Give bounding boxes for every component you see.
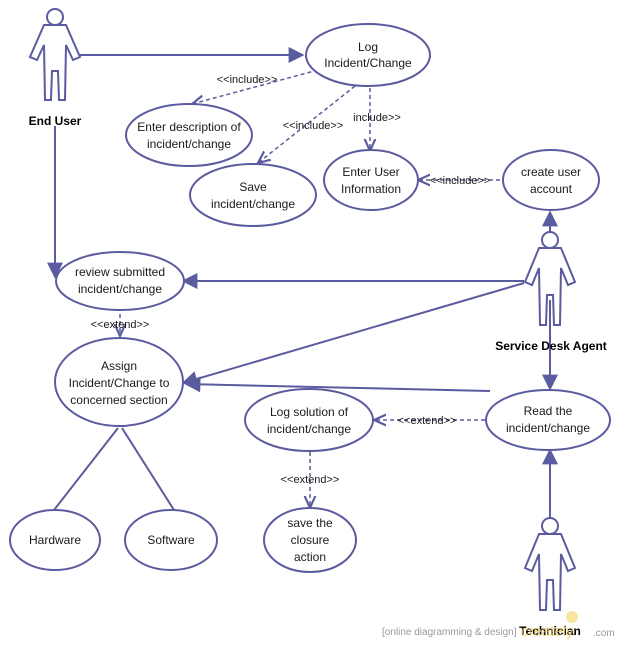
usecase-review-submitted[interactable]: review submitted incident/change	[55, 251, 185, 311]
usecase-software[interactable]: Software	[124, 509, 218, 571]
usecase-assign-line-1: Assign	[101, 359, 137, 373]
usecase-save-incident[interactable]: Save incident/change	[189, 163, 317, 227]
usecase-enter-user-info[interactable]: Enter User Information	[323, 149, 419, 211]
usecase-create-user-account[interactable]: create user account	[502, 149, 600, 211]
label-extend-review: <<extend>>	[91, 319, 150, 331]
usecase-user-line-1: Enter User	[342, 165, 399, 179]
usecase-save-closure[interactable]: save the closure action	[263, 507, 357, 573]
label-include-user: include>>	[353, 112, 401, 124]
usecase-read-incident[interactable]: Read the incident/change	[485, 389, 611, 451]
usecase-user-line-2: Information	[341, 182, 401, 196]
usecase-software-label: Software	[147, 533, 195, 547]
assoc-assign-software	[121, 427, 175, 511]
assoc-agent-assign	[181, 282, 525, 387]
usecase-log-line-1: Log	[358, 40, 378, 54]
actor-service-desk-agent-label: Service Desk Agent	[495, 339, 607, 353]
usecase-desc-line-1: Enter description of	[137, 120, 241, 134]
label-include-desc: <<include>>	[217, 74, 278, 86]
usecase-read-line-1: Read the	[524, 404, 573, 418]
usecase-assign-line-2: Incident/Change to	[69, 376, 170, 390]
usecase-desc-line-2: incident/change	[147, 137, 231, 151]
usecase-solution-line-1: Log solution of	[270, 405, 349, 419]
usecase-review-line-1: review submitted	[75, 265, 165, 279]
assoc-assign-hardware	[53, 427, 119, 511]
label-extend-read: <<extend>>	[398, 415, 457, 427]
actor-service-desk-agent[interactable]: Service Desk Agent	[495, 231, 607, 353]
actor-technician[interactable]: Technician	[519, 517, 581, 638]
dep-include-desc	[192, 69, 319, 104]
actor-technician-label: Technician	[519, 624, 581, 638]
watermark-domain: .com	[593, 628, 615, 639]
watermark-sun-icon	[566, 611, 578, 623]
usecase-assign-incident[interactable]: Assign Incident/Change to concerned sect…	[54, 337, 184, 427]
usecase-log-incident[interactable]: Log Incident/Change	[305, 23, 431, 87]
usecase-hardware[interactable]: Hardware	[9, 509, 101, 571]
usecase-closure-line-1: save the	[287, 516, 333, 530]
usecase-assign-line-3: concerned section	[70, 393, 167, 407]
usecase-save-line-1: Save	[239, 180, 267, 194]
usecase-log-solution[interactable]: Log solution of incident/change	[244, 388, 374, 452]
label-include-save: <<include>>	[283, 120, 344, 132]
usecase-solution-line-2: incident/change	[267, 422, 351, 436]
usecase-create-line-2: account	[530, 182, 573, 196]
usecase-save-line-2: incident/change	[211, 197, 295, 211]
usecase-hardware-label: Hardware	[29, 533, 81, 547]
usecase-enter-description[interactable]: Enter description of incident/change	[125, 103, 253, 167]
watermark-text: [online diagramming & design]	[382, 627, 517, 638]
label-include-create: <<include>>	[430, 175, 491, 187]
actor-end-user-label: End User	[29, 114, 82, 128]
assoc-read-assign	[184, 376, 491, 393]
watermark-brand: creately	[521, 623, 574, 640]
usecase-create-line-1: create user	[521, 165, 581, 179]
usecase-closure-line-2: closure	[291, 533, 330, 547]
label-extend-solution: <<extend>>	[281, 474, 340, 486]
usecase-log-line-2: Incident/Change	[324, 56, 412, 70]
usecase-read-line-2: incident/change	[506, 421, 590, 435]
watermark: [online diagramming & design] creately .…	[382, 611, 615, 640]
usecase-review-line-2: incident/change	[78, 282, 162, 296]
actor-end-user[interactable]: End User	[29, 8, 82, 128]
usecase-closure-line-3: action	[294, 550, 326, 564]
